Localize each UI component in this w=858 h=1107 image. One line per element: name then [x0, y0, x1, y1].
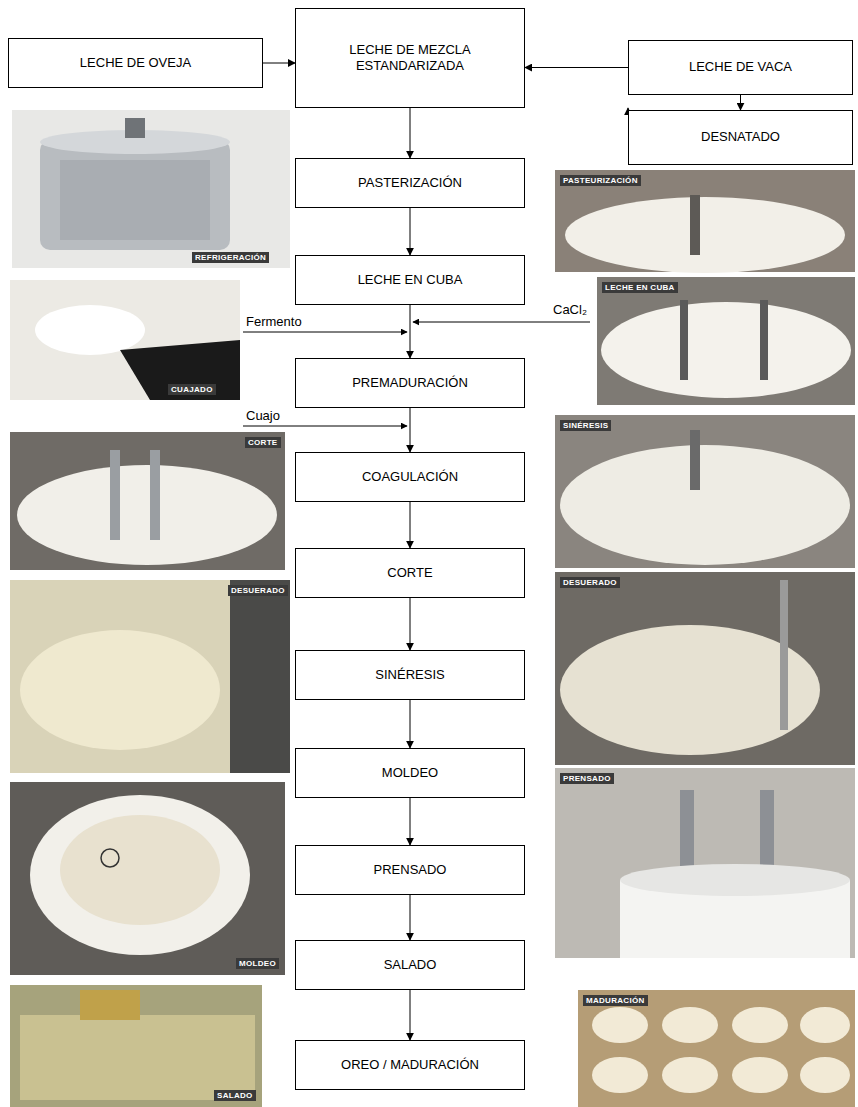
step-label: MOLDEO: [382, 765, 438, 781]
photo-caption: SALADO: [214, 1090, 256, 1101]
input-arrow: [413, 322, 590, 323]
process-box: MOLDEO: [295, 748, 525, 798]
input-label: CaCl₂: [552, 302, 588, 317]
photo-caption: PRENSADO: [560, 773, 614, 784]
flow-arrow: [263, 63, 295, 64]
process-box: PRENSADO: [295, 845, 525, 895]
photo-molding: [10, 782, 285, 975]
photo-whey-draining: [555, 572, 855, 765]
process-box: PASTERIZACIÓN: [295, 158, 525, 208]
photo-milk-vat: [597, 277, 855, 405]
process-box: OREO / MADURACIÓN: [295, 1040, 525, 1090]
step-label: COAGULACIÓN: [362, 469, 458, 485]
photo-caption: SINÉRESIS: [560, 420, 611, 431]
photo-salting: [10, 985, 262, 1107]
process-box: PREMADURACIÓN: [295, 358, 525, 408]
photo-caption: DESUERADO: [228, 585, 288, 596]
process-box: SINÉRESIS: [295, 650, 525, 700]
process-box: LECHE DE VACA: [628, 40, 853, 95]
flow-arrow: [410, 408, 411, 452]
photo-caption: PASTEURIZACIÓN: [560, 175, 641, 186]
step-label: DESNATADO: [701, 129, 780, 145]
input-label: Fermento: [245, 314, 303, 329]
step-label: LECHE DE MEZCLA ESTANDARIZADA: [306, 42, 514, 75]
photo-caption: MOLDEO: [236, 958, 279, 969]
photo-caption: CORTE: [245, 437, 281, 448]
process-box: CORTE: [295, 548, 525, 598]
input-arrow: [243, 332, 407, 333]
process-box: DESNATADO: [628, 110, 853, 165]
photo-whey-draining: [10, 580, 290, 773]
photo-curd: [10, 280, 240, 400]
photo-pasteurization: [555, 170, 855, 273]
process-box: COAGULACIÓN: [295, 452, 525, 502]
photo-syneresis: [555, 415, 855, 568]
process-box: LECHE DE MEZCLA ESTANDARIZADA: [295, 8, 525, 108]
flow-arrow: [410, 798, 411, 845]
step-label: PREMADURACIÓN: [352, 375, 468, 391]
input-label: Cuajo: [245, 408, 281, 423]
step-label: SALADO: [384, 957, 437, 973]
flow-arrow: [410, 700, 411, 748]
photo-ripening: [578, 990, 855, 1107]
flow-arrow: [410, 895, 411, 940]
step-label: OREO / MADURACIÓN: [341, 1057, 479, 1073]
photo-cutting: [10, 432, 285, 570]
flow-arrow: [410, 502, 411, 548]
step-label: LECHE EN CUBA: [358, 272, 463, 288]
flow-arrow: [410, 208, 411, 255]
step-label: CORTE: [387, 565, 432, 581]
flow-arrow: [410, 598, 411, 650]
step-label: LECHE DE OVEJA: [80, 55, 191, 71]
input-arrow: [243, 426, 407, 427]
step-label: SINÉRESIS: [375, 667, 444, 683]
photo-caption: REFRIGERACIÓN: [192, 252, 269, 263]
process-box: LECHE EN CUBA: [295, 255, 525, 305]
photo-refrigeration: [12, 110, 290, 268]
photo-caption: CUAJADO: [168, 384, 216, 395]
flow-arrow: [410, 108, 411, 158]
flow-arrow: [410, 990, 411, 1040]
flow-arrow: [525, 67, 628, 68]
step-label: PRENSADO: [374, 862, 447, 878]
flow-arrow: [410, 305, 411, 358]
photo-pressing: [555, 768, 855, 958]
step-label: LECHE DE VACA: [689, 59, 792, 75]
photo-caption: DESUERADO: [560, 577, 620, 588]
step-label: PASTERIZACIÓN: [358, 175, 462, 191]
flow-arrow: [740, 95, 741, 110]
process-box: LECHE DE OVEJA: [8, 38, 263, 88]
photo-caption: LECHE EN CUBA: [602, 282, 678, 293]
process-box: SALADO: [295, 940, 525, 990]
photo-caption: MADURACIÓN: [583, 995, 648, 1006]
